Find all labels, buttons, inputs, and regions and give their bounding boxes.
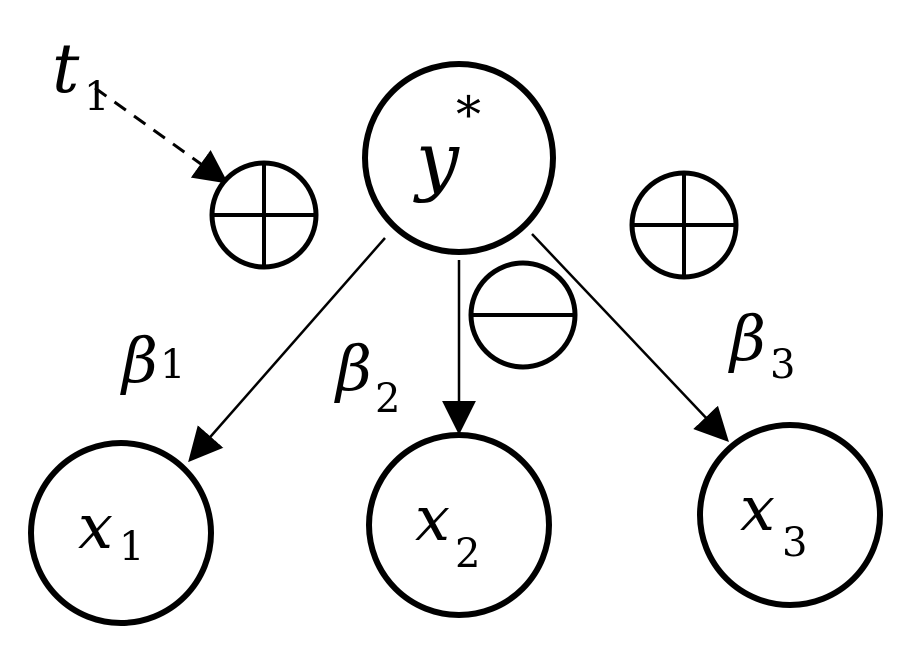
node-x1: x 1 (28, 440, 214, 626)
svg-text:x: x (740, 472, 775, 545)
node-x3: x 3 (697, 422, 883, 608)
svg-text:β: β (120, 324, 158, 397)
svg-text:1: 1 (119, 524, 144, 570)
label-beta2-base: β (334, 332, 372, 405)
node-y-superscript: * (456, 86, 481, 144)
node-x1-base: x (78, 490, 113, 563)
edge-y-to-x3 (531, 233, 729, 443)
sign-positive-right-icon (629, 170, 739, 280)
sign-negative-middle-icon (468, 260, 578, 370)
label-t1-base: t (52, 30, 80, 109)
node-x2-base: x (415, 482, 450, 555)
node-x3-base: x (740, 472, 775, 545)
sign-positive-left-icon (209, 160, 319, 270)
svg-text:β: β (334, 332, 372, 405)
svg-text:x: x (78, 490, 113, 563)
edge-y-to-x1 (188, 237, 386, 463)
edge-t1-to-sign (94, 86, 229, 184)
label-beta1: β 1 (120, 324, 185, 397)
label-beta1-base: β (120, 324, 158, 397)
node-x2: x 2 (366, 432, 552, 618)
label-beta3: β 3 (728, 302, 795, 388)
node-x1-sub: 1 (119, 524, 144, 570)
label-beta1-sub: 1 (160, 342, 185, 388)
node-y-base: y (413, 115, 460, 204)
label-beta3-sub: 3 (770, 342, 795, 388)
label-beta3-base: β (728, 302, 766, 375)
svg-text:3: 3 (782, 520, 807, 566)
svg-text:*: * (456, 86, 481, 144)
svg-text:y: y (413, 115, 460, 204)
label-beta2-sub: 2 (375, 376, 400, 422)
svg-text:1: 1 (160, 342, 185, 388)
svg-text:2: 2 (455, 531, 480, 577)
svg-text:β: β (728, 302, 766, 375)
label-beta2: β 2 (334, 332, 400, 422)
node-x3-sub: 3 (782, 520, 807, 566)
svg-text:t: t (52, 30, 80, 109)
label-t1-sub: 1 (84, 74, 109, 120)
svg-text:x: x (415, 482, 450, 555)
svg-text:2: 2 (375, 376, 400, 422)
node-x2-sub: 2 (455, 531, 480, 577)
svg-text:1: 1 (84, 74, 109, 120)
svg-text:3: 3 (770, 342, 795, 388)
label-t1: t 1 (52, 30, 109, 120)
node-y-star: y * (362, 61, 556, 255)
